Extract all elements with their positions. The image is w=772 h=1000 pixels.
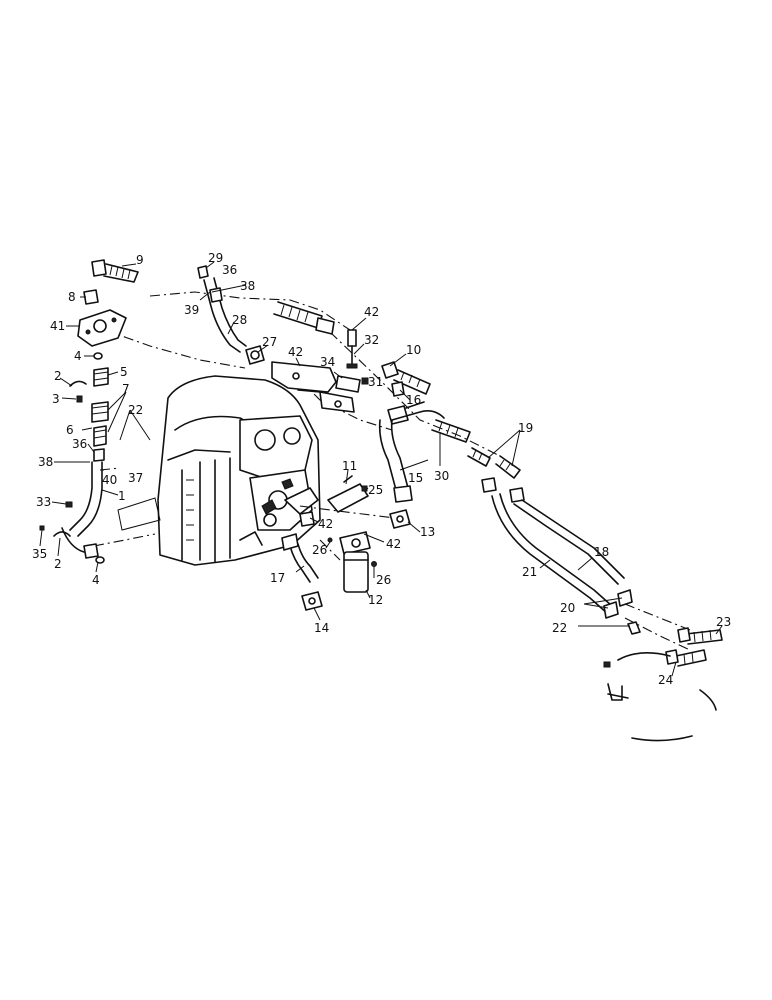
- callout-10: 10: [406, 343, 421, 357]
- callout-2-lower: 2: [54, 557, 62, 571]
- callout-9: 9: [136, 253, 144, 267]
- callout-4-lower: 4: [92, 573, 100, 587]
- pipe-21: [491, 493, 613, 615]
- hose-30: [431, 419, 471, 443]
- callout-22-right: 22: [552, 621, 567, 635]
- hose-upper-right: [273, 301, 335, 335]
- callout-14: 14: [314, 621, 329, 635]
- callout-42-filter: 42: [386, 537, 401, 551]
- pipe-18: [513, 499, 625, 585]
- fitting-13: [389, 509, 411, 529]
- seal-5: [93, 367, 109, 387]
- bolt-29-36: [197, 265, 209, 279]
- callout-42-top: 42: [364, 305, 379, 319]
- pipe-40: [69, 461, 103, 537]
- fitting-14: [301, 591, 323, 611]
- callout-35: 35: [32, 547, 47, 561]
- callout-15: 15: [408, 471, 423, 485]
- pipe-17: [281, 533, 319, 583]
- callout-41: 41: [50, 319, 65, 333]
- callout-32: 32: [364, 333, 379, 347]
- fitting-10: [381, 361, 431, 395]
- callout-5: 5: [120, 365, 128, 379]
- fittings-19: [467, 447, 525, 503]
- callout-24: 24: [658, 673, 673, 687]
- callout-11: 11: [342, 459, 357, 473]
- hose-23: [677, 627, 723, 645]
- callout-27: 27: [262, 335, 277, 349]
- callout-42-mid: 42: [318, 517, 333, 531]
- filter-12: [339, 531, 371, 593]
- bolt-33: [65, 501, 73, 508]
- pipe-15: [378, 401, 445, 503]
- elbow-pipe-1: [61, 527, 99, 559]
- bracket-11-25: [327, 475, 369, 513]
- hose-9: [91, 259, 139, 283]
- bolt-3: [76, 395, 83, 403]
- callout-13: 13: [420, 525, 435, 539]
- callout-38-left: 38: [38, 455, 53, 469]
- callout-30: 30: [434, 469, 449, 483]
- callout-36-top: 36: [222, 263, 237, 277]
- callout-34: 34: [320, 355, 335, 369]
- bolt-42-32: [346, 329, 358, 369]
- pipe-28: [203, 277, 247, 353]
- callout-29: 29: [208, 251, 223, 265]
- block-34-31: [335, 375, 369, 393]
- callout-33: 33: [36, 495, 51, 509]
- o-ring-4-lower: [95, 556, 105, 564]
- fittings-42-26: [299, 511, 377, 567]
- callout-6: 6: [66, 423, 74, 437]
- callout-42-bracket: 42: [288, 345, 303, 359]
- fittings-6-7: [91, 401, 109, 447]
- callout-3: 3: [52, 392, 60, 406]
- callout-8: 8: [68, 290, 76, 304]
- callout-40: 40: [102, 473, 117, 487]
- callout-26-left: 26: [312, 543, 327, 557]
- callout-31: 31: [368, 375, 383, 389]
- o-ring-4-upper: [93, 352, 103, 360]
- callout-19: 19: [518, 421, 533, 435]
- fittings-20-22: [603, 589, 641, 635]
- callout-25: 25: [368, 483, 383, 497]
- tank-outline: [603, 652, 717, 742]
- clamp-2-lower: [53, 531, 71, 537]
- leader-lines: [39, 261, 723, 677]
- callout-36-left: 36: [72, 437, 87, 451]
- bracket-42: [271, 361, 355, 413]
- callout-38-top: 38: [240, 279, 255, 293]
- callout-18: 18: [594, 545, 609, 559]
- hose-24: [665, 649, 707, 667]
- transmission-housing: [157, 375, 321, 566]
- callout-labels: 9 8 41 4 5 2 7 3 22 6 36 37 38 40 1 33 3…: [32, 251, 731, 687]
- callout-2-upper: 2: [54, 369, 62, 383]
- callout-37: 37: [128, 471, 143, 485]
- fitting-36-left: [93, 448, 105, 462]
- flange-41: [77, 309, 127, 347]
- bolt-35: [39, 525, 45, 531]
- callout-39: 39: [184, 303, 199, 317]
- callout-28: 28: [232, 313, 247, 327]
- callout-4-upper: 4: [74, 349, 82, 363]
- callout-20: 20: [560, 601, 575, 615]
- callout-7: 7: [122, 382, 130, 396]
- callout-22-left: 22: [128, 403, 143, 417]
- callout-26-right: 26: [376, 573, 391, 587]
- fitting-8: [83, 289, 99, 305]
- callout-23: 23: [716, 615, 731, 629]
- clamp-2-upper: [69, 380, 87, 387]
- callout-16: 16: [406, 393, 421, 407]
- callout-1: 1: [118, 489, 126, 503]
- callout-17: 17: [270, 571, 285, 585]
- callout-12: 12: [368, 593, 383, 607]
- callout-21: 21: [522, 565, 537, 579]
